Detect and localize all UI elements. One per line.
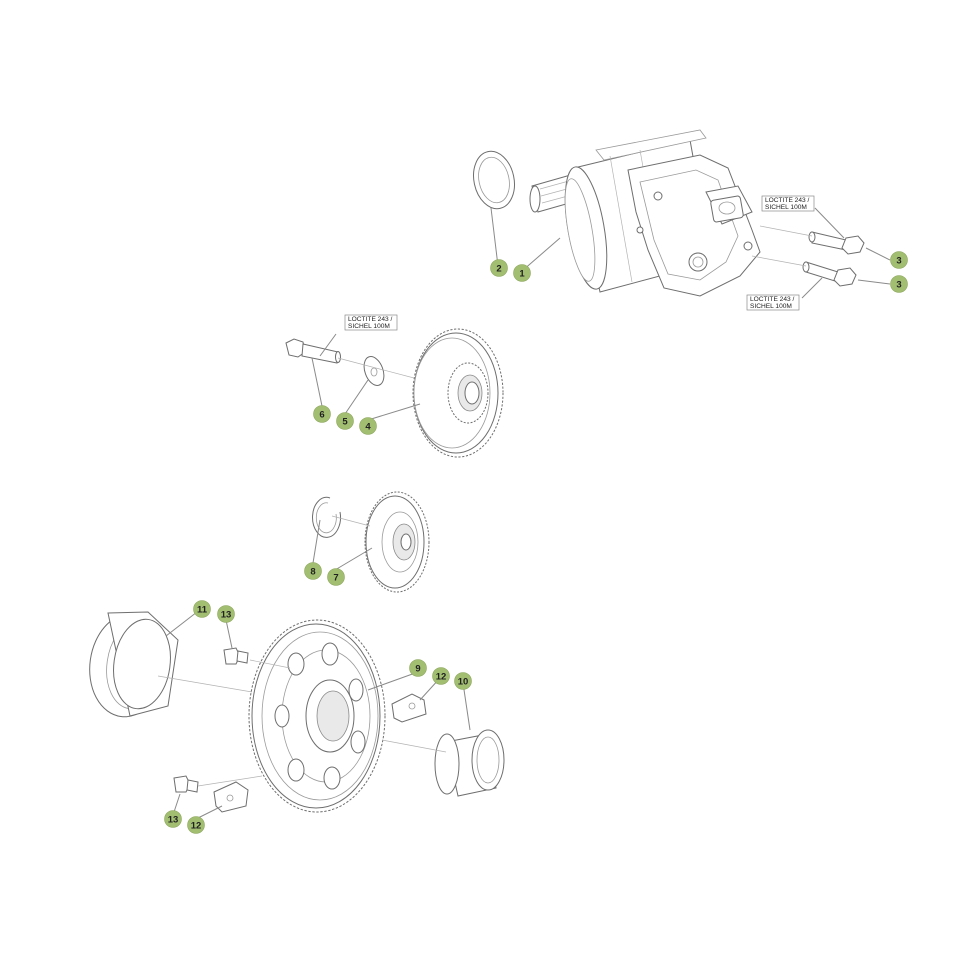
- callout-1: 1: [513, 264, 531, 282]
- callout-4: 4: [359, 417, 377, 435]
- lock-plate-part: [391, 693, 427, 723]
- lower-screw-part: [173, 775, 199, 793]
- callout-5: 5: [336, 412, 354, 430]
- svg-text:5: 5: [342, 417, 348, 428]
- callout-2: 2: [490, 259, 508, 277]
- callout-3: 3: [890, 275, 908, 293]
- note-line2: SICHEL 100M: [765, 204, 807, 211]
- svg-text:13: 13: [221, 610, 232, 621]
- callout-7: 7: [327, 568, 345, 586]
- callout-13: 13: [217, 605, 235, 623]
- starter-motor-group: [473, 129, 891, 299]
- callout-3: 3: [890, 251, 908, 269]
- washer-part: [363, 356, 385, 386]
- svg-text:4: 4: [365, 422, 371, 433]
- svg-text:10: 10: [458, 677, 469, 688]
- ring-gear-part: [248, 619, 386, 813]
- callout-10: 10: [454, 672, 472, 690]
- ring-gear-group: [89, 611, 505, 819]
- callout-11: 11: [193, 600, 211, 618]
- callout-12: 12: [187, 816, 205, 834]
- note-line1: LOCTITE 243 /: [765, 197, 810, 204]
- o-ring-part: [473, 150, 515, 210]
- svg-text:12: 12: [191, 821, 202, 832]
- screw-part: [223, 647, 249, 665]
- callout-12: 12: [432, 667, 450, 685]
- svg-text:3: 3: [896, 256, 901, 267]
- callout-13: 13: [164, 810, 182, 828]
- note-line2: SICHEL 100M: [750, 303, 792, 310]
- svg-text:6: 6: [319, 410, 324, 421]
- mounting-bolt-part: [802, 231, 865, 287]
- intermediate-gear-group: [285, 328, 504, 458]
- callout-6: 6: [313, 405, 331, 423]
- lower-lock-plate-part: [213, 781, 249, 813]
- svg-text:13: 13: [168, 815, 179, 826]
- svg-text:7: 7: [333, 573, 338, 584]
- gear-bolt-part: [285, 338, 341, 364]
- bearing-part: [89, 611, 179, 718]
- callout-9: 9: [409, 659, 427, 677]
- svg-text:9: 9: [415, 664, 420, 675]
- svg-text:3: 3: [896, 280, 901, 291]
- note-line2: SICHEL 100M: [348, 323, 390, 330]
- svg-text:11: 11: [197, 605, 208, 616]
- callout-8: 8: [304, 562, 322, 580]
- note-line1: LOCTITE 243 /: [348, 316, 393, 323]
- sleeve-part: [434, 729, 505, 797]
- intermediate-gear-part: [412, 328, 504, 458]
- circlip-part: [312, 496, 341, 538]
- loctite-note: LOCTITE 243 / SICHEL 100M: [344, 314, 398, 331]
- svg-text:2: 2: [496, 264, 501, 275]
- small-gear-part: [364, 491, 430, 593]
- svg-text:12: 12: [436, 672, 447, 683]
- svg-text:1: 1: [519, 269, 525, 280]
- svg-text:8: 8: [310, 567, 315, 578]
- starter-motor-part: [529, 129, 761, 297]
- loctite-note: LOCTITE 243 / SICHEL 100M: [746, 294, 800, 311]
- small-gear-group: [312, 491, 430, 593]
- note-line1: LOCTITE 243 /: [750, 296, 795, 303]
- loctite-note: LOCTITE 243 / SICHEL 100M: [761, 195, 815, 212]
